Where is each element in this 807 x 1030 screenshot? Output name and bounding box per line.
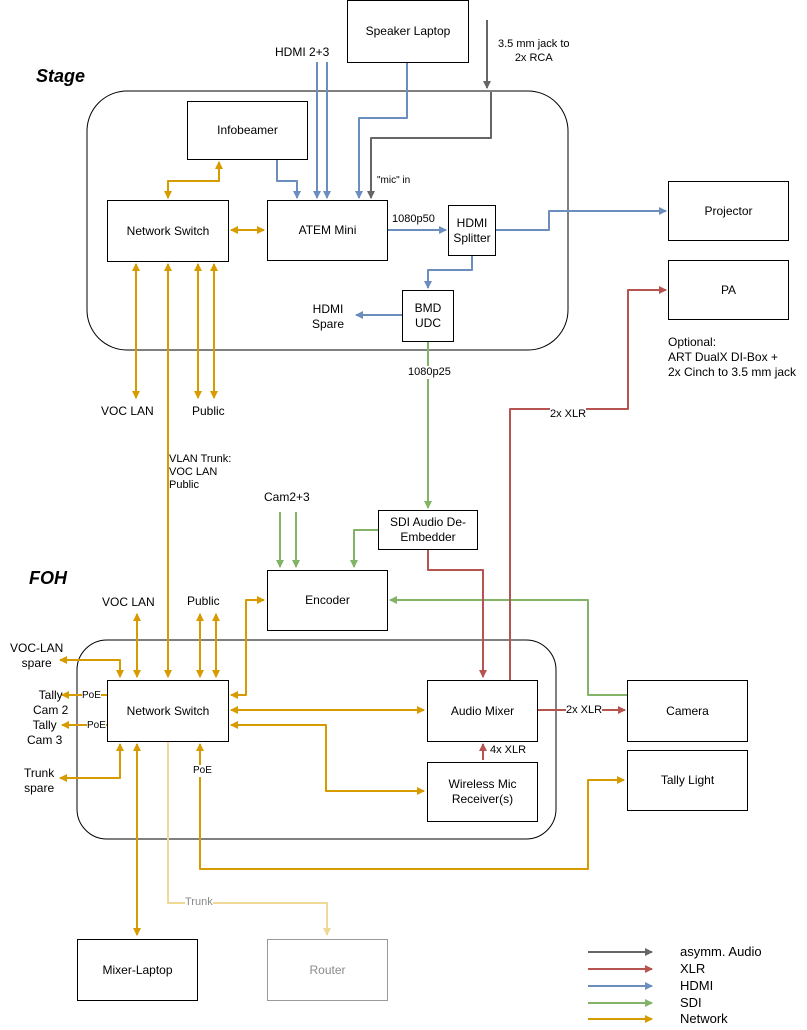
- legend-sdi-label: SDI: [680, 995, 702, 1010]
- projector-node[interactable]: Projector: [668, 181, 789, 241]
- switch-tally-line: [196, 743, 625, 870]
- trunk-label: Trunk: [185, 896, 213, 909]
- poe-tally-light-label: PoE: [193, 765, 212, 777]
- xlr-4x-label: 4x XLR: [490, 744, 527, 757]
- hdmi-splitter-node[interactable]: HDMI Splitter: [448, 205, 496, 256]
- switch-encoder-line: [230, 596, 265, 699]
- foh-voc-lan-label: VOC LAN: [102, 595, 155, 609]
- sdi-deembedder-label: SDI Audio De-Embedder: [389, 515, 467, 544]
- audio-mic-in-line: [367, 92, 492, 199]
- stage-voc-lan-label: VOC LAN: [101, 404, 154, 418]
- switch-wireless-line: [230, 721, 425, 795]
- voc-lan-spare-label: VOC-LAN spare: [10, 641, 64, 670]
- pa-node[interactable]: PA: [668, 260, 789, 320]
- stage-network-switch-node[interactable]: Network Switch: [107, 200, 229, 262]
- tally-cam2-label: Tally Cam 2: [33, 688, 69, 717]
- poe-tally-cam2-label: PoE: [82, 690, 101, 702]
- cam2-3-label: Cam2+3: [264, 490, 310, 504]
- camera-encoder-line: [389, 596, 627, 696]
- tally-cam3-label: Tally Cam 3: [27, 718, 63, 747]
- trunk-spare-line: [59, 743, 124, 782]
- foh-network-switch-node[interactable]: Network Switch: [107, 680, 229, 742]
- trunk-spare-label: Trunk spare: [24, 766, 55, 795]
- legend-network-label: Network: [680, 1011, 728, 1026]
- encoder-label: Encoder: [305, 593, 350, 607]
- camera-label: Camera: [666, 703, 709, 718]
- audio-mixer-label: Audio Mixer: [450, 703, 515, 718]
- stage-title: Stage: [36, 66, 86, 86]
- legend-audio-label: asymm. Audio: [680, 944, 762, 959]
- tally-light-node[interactable]: Tally Light: [627, 750, 748, 811]
- bmd-udc-node[interactable]: BMD UDC: [402, 290, 454, 342]
- xlr-2x-cam-label: 2x XLR: [566, 704, 603, 717]
- splitter-udc-line: [424, 256, 473, 289]
- encoder-node[interactable]: Encoder: [267, 570, 388, 631]
- pa-label: PA: [720, 282, 737, 297]
- stage-network-switch-label: Network Switch: [126, 223, 210, 238]
- atem-mini-label: ATEM Mini: [298, 223, 357, 237]
- deembedder-mixer-line: [427, 549, 487, 678]
- voc-lan-spare-line: [59, 656, 124, 678]
- mixer-laptop-node[interactable]: Mixer-Laptop: [77, 939, 198, 1001]
- router-node[interactable]: Router: [267, 939, 388, 1001]
- res-1080p25-label: 1080p25: [408, 366, 451, 379]
- legend-hdmi-label: HDMI: [680, 978, 714, 993]
- hdmi-spare-label: HDMI Spare: [312, 302, 345, 331]
- foh-title: FOH: [29, 568, 67, 588]
- splitter-projector-line: [496, 207, 667, 231]
- optional-note-label: Optional: ART DualX DI-Box + 2x Cinch to…: [668, 335, 797, 379]
- atem-mini-node[interactable]: ATEM Mini: [267, 200, 388, 261]
- deembedder-encoder-line: [350, 529, 378, 568]
- laptop-hdmi-line: [355, 63, 408, 199]
- bmd-udc-label: BMD UDC: [414, 301, 442, 330]
- speaker-laptop-node[interactable]: Speaker Laptop: [347, 0, 469, 63]
- stage-public-label: Public: [192, 404, 225, 418]
- wireless-mic-label: Wireless Mic Receiver(s): [448, 777, 517, 806]
- trunk-router-line: [164, 737, 331, 936]
- jack-to-rca-label: 3.5 mm jack to 2x RCA: [498, 38, 570, 64]
- sdi-deembedder-node[interactable]: SDI Audio De-Embedder: [378, 510, 478, 550]
- hdmi-splitter-label: HDMI Splitter: [453, 215, 491, 245]
- tally-light-label: Tally Light: [660, 773, 715, 787]
- mixer-pa-line: [509, 286, 667, 680]
- res-1080p50-label: 1080p50: [392, 213, 435, 226]
- infobeamer-label: Infobeamer: [217, 123, 278, 137]
- camera-node[interactable]: Camera: [627, 680, 748, 742]
- mic-in-label: "mic" in: [377, 175, 411, 187]
- poe-tally-cam3-label: PoE: [87, 720, 106, 732]
- infobeamer-hdmi-line: [276, 159, 301, 199]
- vlan-trunk-label: VLAN Trunk: VOC LAN Public: [169, 453, 232, 492]
- foh-public-label: Public: [187, 594, 220, 608]
- foh-network-switch-label: Network Switch: [126, 703, 210, 718]
- audio-mixer-node[interactable]: Audio Mixer: [427, 680, 538, 742]
- legend-xlr-label: XLR: [680, 961, 706, 976]
- speaker-laptop-label: Speaker Laptop: [365, 24, 451, 38]
- hdmi-2-3-label: HDMI 2+3: [275, 45, 330, 59]
- mixer-laptop-label: Mixer-Laptop: [102, 962, 173, 977]
- router-label: Router: [309, 962, 346, 977]
- infobeamer-node[interactable]: Infobeamer: [187, 101, 308, 160]
- stage-switch-infobeamer-line: [164, 161, 223, 199]
- wireless-mic-node[interactable]: Wireless Mic Receiver(s): [427, 762, 538, 822]
- xlr-2x-pa-label: 2x XLR: [550, 408, 587, 421]
- projector-label: Projector: [704, 203, 753, 218]
